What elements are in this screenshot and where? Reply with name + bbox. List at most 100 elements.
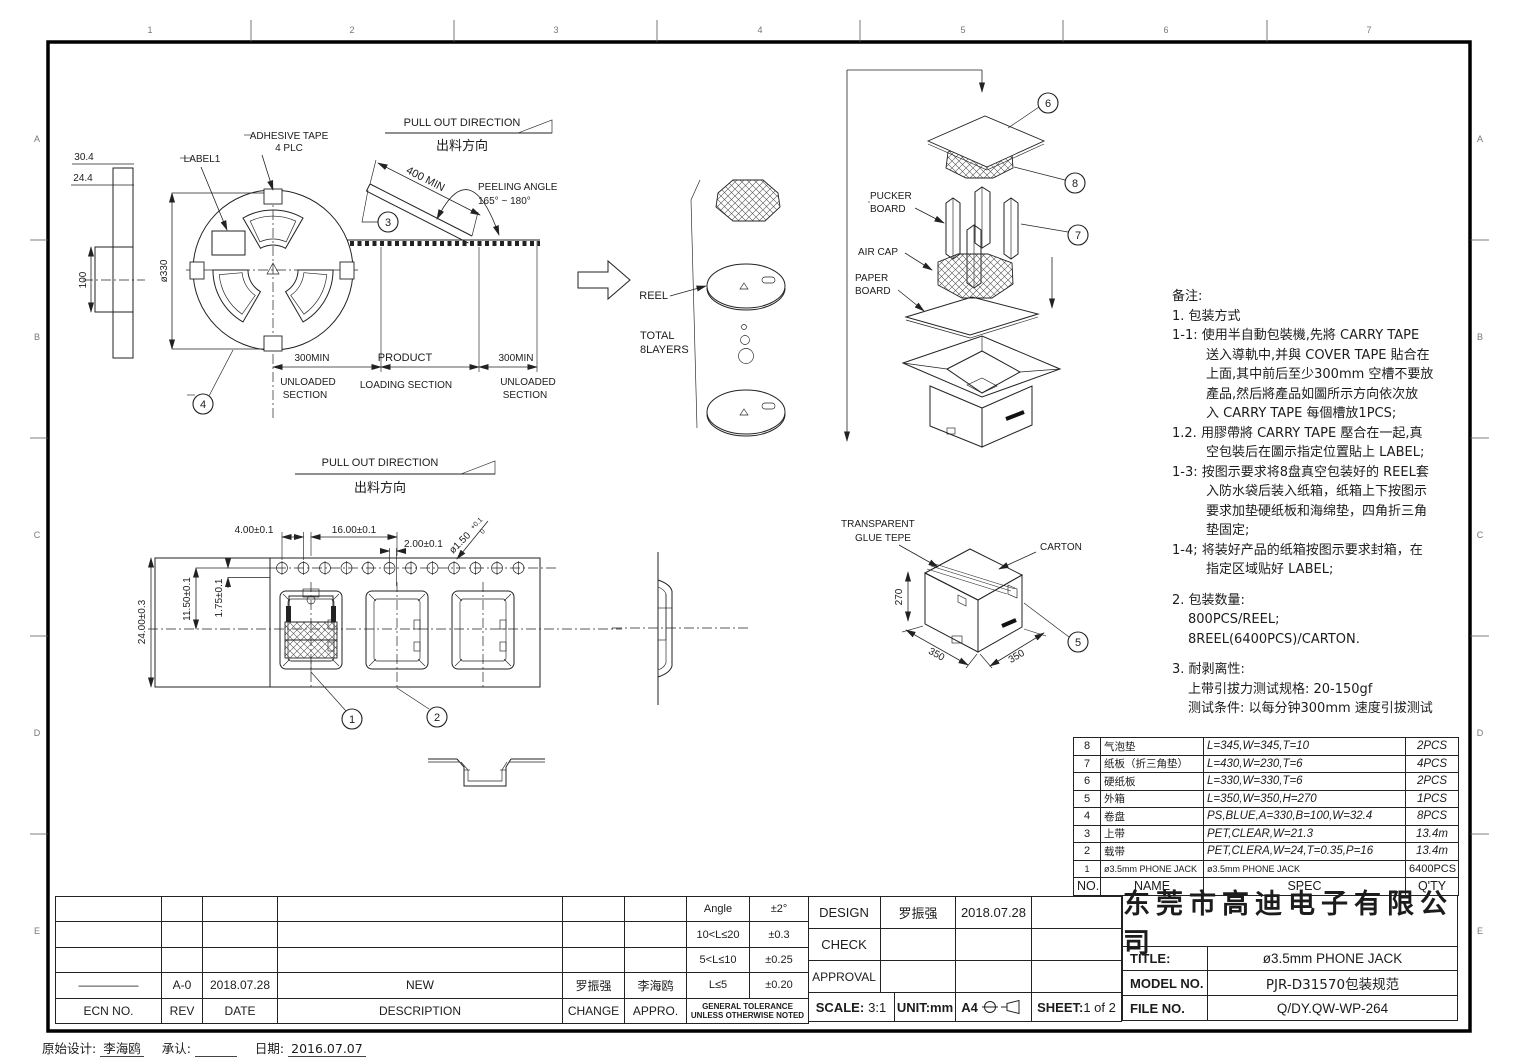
peeling-angle-range: 165° ~ 180° bbox=[478, 196, 531, 207]
dim-300min-right: 300MIN bbox=[498, 353, 533, 364]
date-value: 2018.07.28 bbox=[202, 972, 278, 999]
balloon-1 bbox=[341, 708, 363, 730]
balloon-3-num: 3 bbox=[385, 217, 391, 229]
approval-block: DESIGN 罗振强 2018.07.28 CHECK APPROVAL SCA… bbox=[808, 896, 1122, 1022]
note-line: 1. 包装方式 bbox=[1172, 308, 1241, 324]
balloon-6-num: 6 bbox=[1045, 98, 1051, 110]
balloon-4 bbox=[192, 393, 214, 415]
unloaded-left-1: UNLOADED bbox=[280, 377, 336, 388]
adhesive-tape-text2: 4 PLC bbox=[275, 143, 303, 154]
ecn-no-header: ECN NO. bbox=[55, 997, 162, 1024]
sprocket-holes bbox=[276, 561, 525, 575]
reel-slot bbox=[284, 269, 334, 323]
zone-top-6: 6 bbox=[1163, 25, 1168, 35]
adhesive-tape-mark bbox=[263, 335, 283, 352]
table-row: Angle ±2° bbox=[55, 895, 809, 923]
note-line: 入防水袋后装入纸箱，纸箱上下按图示 bbox=[1206, 484, 1428, 499]
dim-carton-depth: 350 bbox=[926, 646, 946, 664]
tolerance-label: L≤5 bbox=[686, 972, 750, 999]
note-line: 1-1: 使用半自動包裝機,先將 CARRY TAPE bbox=[1172, 328, 1420, 343]
dim-product: PRODUCT bbox=[378, 352, 433, 364]
note-line: 送入導軌中,并與 COVER TAPE 貼合在 bbox=[1206, 347, 1430, 363]
sheet-cell: SHEET: 1 of 2 bbox=[1032, 993, 1122, 1022]
tape-pocket bbox=[365, 581, 429, 691]
pull-out-mid-en: PULL OUT DIRECTION bbox=[322, 457, 439, 469]
exploded-packing: 6 8 7 PUCKER BOARD AIR CAP PAPER BOARD bbox=[855, 92, 1089, 448]
design-label: DESIGN bbox=[808, 897, 881, 929]
tolerance-value: ±0.3 bbox=[749, 921, 809, 948]
check-label: CHECK bbox=[808, 929, 881, 961]
scale-cell: SCALE: 3:1 bbox=[808, 993, 895, 1022]
dim-carton-height: 270 bbox=[894, 588, 905, 605]
paper-board-sheet bbox=[904, 296, 1040, 336]
reel-front-view: ø330 LABEL1 ADHESIVE TAPE 4 PLC 4 bbox=[159, 131, 360, 420]
note-line: 1.2. 用膠帶將 CARRY TAPE 壓合在一起,真 bbox=[1172, 425, 1423, 441]
total-layers-2: 8LAYERS bbox=[640, 344, 689, 356]
pull-out-top-en: PULL OUT DIRECTION bbox=[404, 117, 521, 129]
carrier-tape-view: 4.00±0.1 16.00±0.1 2.00±0.1 ø1.50 +0.1 0… bbox=[137, 517, 622, 730]
company-name: 东莞市高迪电子有限公司 bbox=[1123, 889, 1457, 959]
balloon-5-num: 5 bbox=[1075, 637, 1081, 649]
zone-left-a: A bbox=[34, 134, 40, 144]
dim-hole-tol-dn: 0 bbox=[479, 528, 487, 536]
title-label: TITLE: bbox=[1123, 947, 1208, 970]
tolerance-value: ±2° bbox=[749, 895, 809, 923]
zone-right-c: C bbox=[1477, 530, 1484, 540]
general-tolerance-note: GENERAL TOLERANCE UNLESS OTHERWISE NOTED bbox=[686, 997, 809, 1024]
pull-out-mid: PULL OUT DIRECTION 出料方向 bbox=[295, 457, 496, 496]
ecn-no-value: ————— bbox=[55, 972, 162, 999]
paper-cell: A4 bbox=[956, 993, 1032, 1022]
note-line: 8REEL(6400PCS)/CARTON. bbox=[1188, 631, 1360, 647]
note-line: 上带引拔力测试规格: 20-150gf bbox=[1188, 681, 1373, 697]
table-row: 5<L≤10 ±0.25 bbox=[55, 946, 809, 974]
note-line: 2. 包装数量: bbox=[1172, 592, 1245, 608]
balloon-6 bbox=[1037, 92, 1059, 114]
note-line: 1-4; 将装好产品的纸箱按图示要求封箱，在 bbox=[1172, 542, 1423, 558]
adhesive-tape-mark bbox=[263, 188, 283, 205]
design-name: 罗振强 bbox=[881, 897, 956, 929]
pull-out-top-cn: 出料方向 bbox=[436, 138, 488, 154]
label1-area bbox=[211, 230, 246, 256]
paper-board-2: BOARD bbox=[855, 286, 891, 297]
zone-top-3: 3 bbox=[553, 25, 558, 35]
unit-cell: UNIT:mm bbox=[895, 993, 956, 1022]
zone-left-e: E bbox=[34, 926, 40, 936]
open-carton bbox=[901, 335, 1062, 448]
note-line: 测试条件: 以每分钟300mm 速度引拔测试 bbox=[1188, 701, 1433, 716]
approve-label: 承认: bbox=[161, 1041, 191, 1056]
rev-value: A-0 bbox=[161, 972, 203, 999]
air-cap-pad-bottom bbox=[937, 253, 1014, 299]
pocket-cross-section bbox=[428, 758, 545, 787]
dim-offset: 2.00±0.1 bbox=[404, 539, 443, 550]
closed-carton: 270 350 350 5 TRANSPARENT GLUE TEPE CART… bbox=[841, 519, 1089, 669]
date-header: DATE bbox=[202, 997, 278, 1024]
note-line: 指定区域贴好 LABEL; bbox=[1206, 562, 1334, 577]
note-line: 800PCS/REEL; bbox=[1188, 612, 1280, 627]
glue-tape-1: TRANSPARENT bbox=[841, 519, 915, 530]
note-line: 入 CARRY TAPE 每個槽放1PCS; bbox=[1206, 406, 1397, 421]
balloon-8 bbox=[1064, 172, 1086, 194]
approval-label: APPROVAL bbox=[808, 961, 881, 993]
unloaded-left-2: SECTION bbox=[283, 390, 327, 401]
sheet-border: 1 2 3 4 5 6 7 A B C D E A B C D E bbox=[30, 20, 1489, 1033]
zone-right-b: B bbox=[1477, 332, 1483, 342]
hub-center-mark bbox=[266, 262, 280, 275]
orig-design-value: 李海鸥 bbox=[100, 1041, 144, 1057]
balloon-4-num: 4 bbox=[200, 399, 206, 411]
peel-detail: 400 MIN 3 PEELING ANGLE 165° ~ 180° bbox=[361, 159, 558, 244]
rev-header: REV bbox=[161, 997, 203, 1024]
tape-pocket bbox=[451, 581, 515, 691]
appro-header: APPRO. bbox=[624, 997, 687, 1024]
date-value: 2016.07.07 bbox=[288, 1041, 366, 1057]
tolerance-label: 5<L≤10 bbox=[686, 946, 750, 974]
table-row: ————— A-0 2018.07.28 NEW 罗振强 李海鸥 L≤5 ±0.… bbox=[55, 972, 809, 999]
pull-out-mid-cn: 出料方向 bbox=[354, 480, 406, 496]
